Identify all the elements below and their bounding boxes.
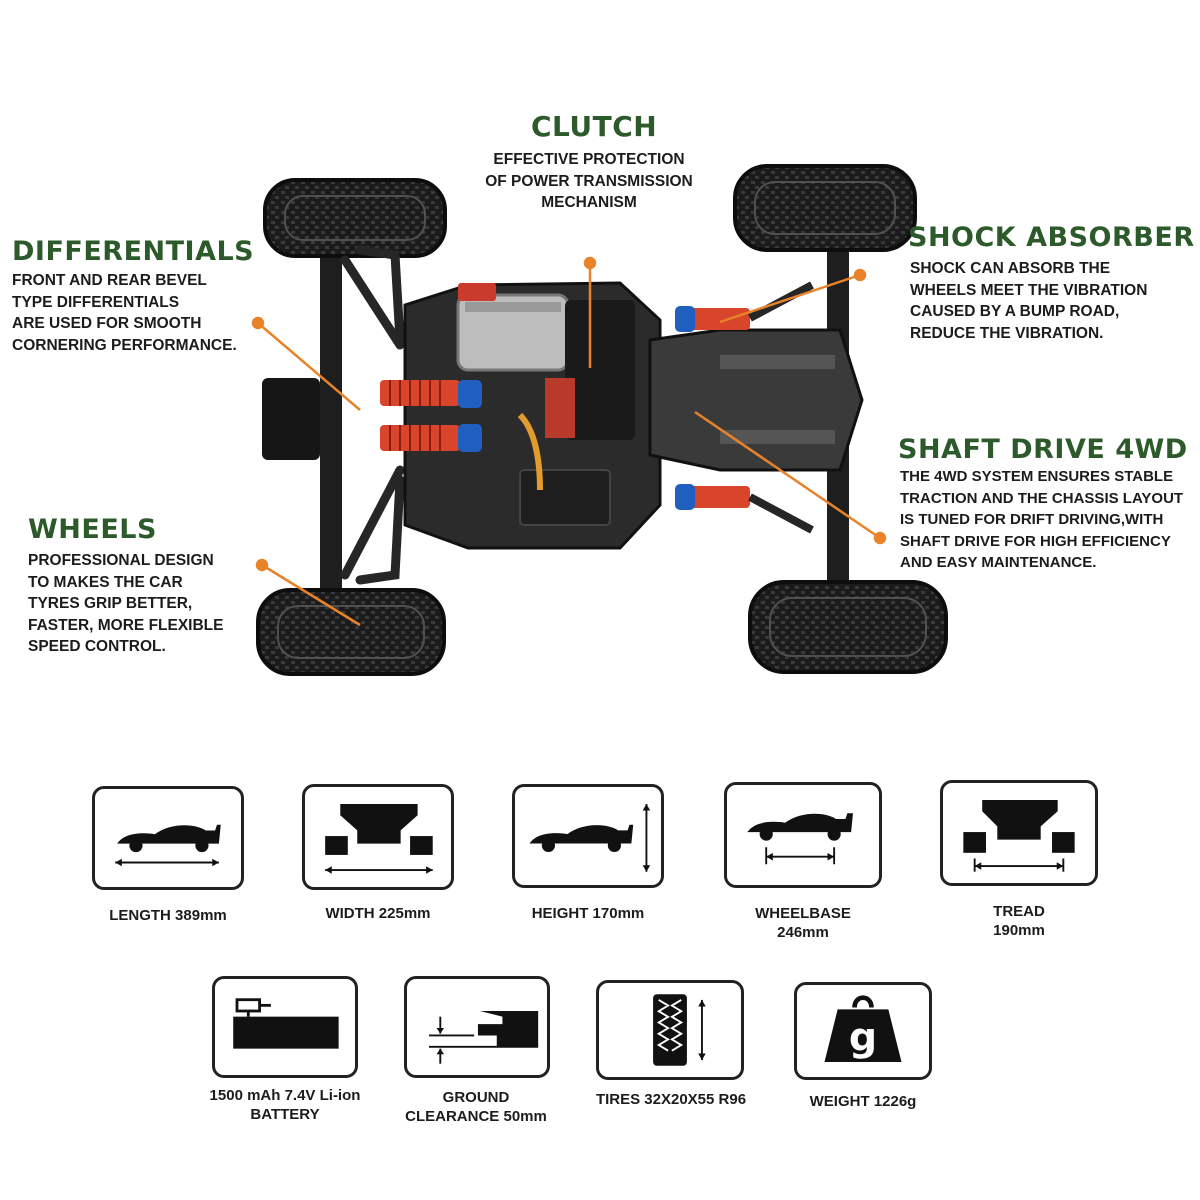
leader-lines [251, 256, 887, 627]
spec-label-line: CLEARANCE 50mm [405, 1108, 547, 1125]
spec-label-line: WHEELBASE [755, 905, 851, 922]
spec-label-line: LENGTH 389mm [109, 907, 227, 924]
wheel-rear-top [733, 164, 917, 252]
differentials-desc-line: CORNERING PERFORMANCE. [12, 336, 237, 354]
battery-spec-label: 1500 mAh 7.4V Li-ion BATTERY [190, 1086, 380, 1124]
shock-absorber-title: SHOCK ABSORBER [908, 222, 1195, 253]
shaft-drive-desc-line: THE 4WD SYSTEM ENSURES STABLE [900, 468, 1174, 485]
tire-spec-box [596, 980, 744, 1080]
shaft-drive-description: THE 4WD SYSTEM ENSURES STABLE TRACTION A… [900, 466, 1183, 574]
wheels-title: WHEELS [28, 514, 157, 545]
front-suspension-arms [340, 245, 405, 585]
receiver-board [519, 469, 611, 526]
height-spec-box [512, 784, 664, 888]
shaft-drive-desc-line: IS TUNED FOR DRIFT DRIVING,WITH [900, 511, 1164, 528]
length-spec-box [92, 786, 244, 890]
shock-absorber-desc-line: CAUSED BY A BUMP ROAD, [910, 303, 1120, 320]
weight-spec-box: g [794, 982, 932, 1080]
shock-absorber-desc-line: SHOCK CAN ABSORB THE [910, 260, 1111, 277]
differentials-desc-line: FRONT AND REAR BEVEL [12, 272, 207, 289]
differentials-desc-line: ARE USED FOR SMOOTH [12, 315, 202, 332]
spec-label-line: 1500 mAh 7.4V Li-ion [209, 1087, 361, 1104]
weight-spec-label: WEIGHT 1226g [780, 1092, 946, 1111]
wheel-front-top [263, 178, 447, 258]
tread-spec-box [940, 780, 1098, 886]
wheels-desc-line: FASTER, MORE FLEXIBLE [28, 616, 224, 634]
clutch-description: EFFECTIVE PROTECTION OF POWER TRANSMISSI… [470, 149, 708, 214]
wheelbase-icon [747, 813, 853, 865]
wheel-front-bottom [256, 588, 446, 676]
width-spec-label: WIDTH 225mm [298, 904, 458, 923]
clutch-desc-line: MECHANISM [541, 194, 637, 211]
spec-label-line: GROUND [442, 1089, 510, 1106]
gearbox [565, 300, 635, 440]
battery-spec-box [212, 976, 358, 1078]
wheels-desc-line: PROFESSIONAL DESIGN [28, 552, 214, 569]
wheels-desc-line: TYRES GRIP BETTER, [28, 595, 193, 612]
spec-label-line: HEIGHT 170mm [531, 905, 645, 922]
length-spec-label: LENGTH 389mm [92, 906, 244, 925]
shock-absorber-description: SHOCK CAN ABSORB THE WHEELS MEET THE VIB… [910, 258, 1147, 344]
weight-icon: g [824, 995, 902, 1062]
shaft-drive-desc-line: TRACTION AND THE CHASSIS LAYOUT [900, 489, 1184, 507]
length-icon [115, 824, 221, 867]
spec-label-line: 246mm [777, 924, 829, 941]
spec-label-line: WIDTH 225mm [325, 905, 431, 922]
weight-letter: g [849, 1015, 877, 1061]
motor-red-connector [458, 283, 496, 301]
wheels-desc-line: SPEED CONTROL. [28, 638, 166, 655]
rear-chassis [648, 328, 864, 472]
spec-label-line: 190mm [993, 922, 1045, 939]
tread-icon [963, 799, 1075, 872]
ground-clearance-spec-label: GROUND CLEARANCE 50mm [376, 1088, 576, 1126]
shaft-drive-desc-line: AND EASY MAINTENANCE. [900, 554, 1097, 571]
differentials-description: FRONT AND REAR BEVEL TYPE DIFFERENTIALS … [12, 270, 237, 356]
shock-absorber-desc-line: WHEELS MEET THE VIBRATION [910, 281, 1148, 299]
wheels-desc-line: TO MAKES THE CAR [28, 573, 183, 591]
differentials-title: DIFFERENTIALS [12, 236, 255, 267]
spec-label-line: TREAD [993, 903, 1045, 920]
car-chassis-illustration [251, 164, 948, 676]
front-bumper [262, 378, 320, 460]
differentials-desc-line: TYPE DIFFERENTIALS [12, 293, 180, 311]
front-axle [320, 220, 342, 600]
spec-label-line: TIRES 32X20X55 R96 [595, 1091, 747, 1108]
tread-spec-label: TREAD 190mm [940, 902, 1098, 940]
wheels-description: PROFESSIONAL DESIGN TO MAKES THE CAR TYR… [28, 550, 223, 658]
height-spec-label: HEIGHT 170mm [508, 904, 668, 923]
wheelbase-spec-box [724, 782, 882, 888]
shaft-drive-title: SHAFT DRIVE 4WD [898, 434, 1188, 465]
wheelbase-spec-label: WHEELBASE 246mm [724, 904, 882, 942]
width-spec-box [302, 784, 454, 890]
rear-shocks [675, 281, 814, 534]
clutch-title: CLUTCH [531, 110, 658, 143]
spec-label-line: BATTERY [250, 1106, 320, 1123]
shaft-drive-desc-line: SHAFT DRIVE FOR HIGH EFFICIENCY [900, 532, 1171, 550]
wheel-rear-bottom [748, 580, 948, 674]
spec-label-line: WEIGHT 1226g [809, 1093, 917, 1110]
ground-clearance-spec-box [404, 976, 550, 1078]
tire-spec-label: TIRES 32X20X55 R96 [576, 1090, 766, 1109]
width-icon [325, 803, 433, 874]
front-shocks [380, 380, 482, 452]
ground-clearance-icon [429, 1011, 539, 1064]
tire-icon [653, 994, 706, 1066]
clutch-desc-line: OF POWER TRANSMISSION [485, 172, 693, 190]
clutch-desc-line: EFFECTIVE PROTECTION [493, 151, 685, 168]
battery-icon [233, 998, 339, 1049]
height-icon [529, 803, 651, 872]
shock-absorber-desc-line: REDUCE THE VIBRATION. [910, 324, 1104, 342]
